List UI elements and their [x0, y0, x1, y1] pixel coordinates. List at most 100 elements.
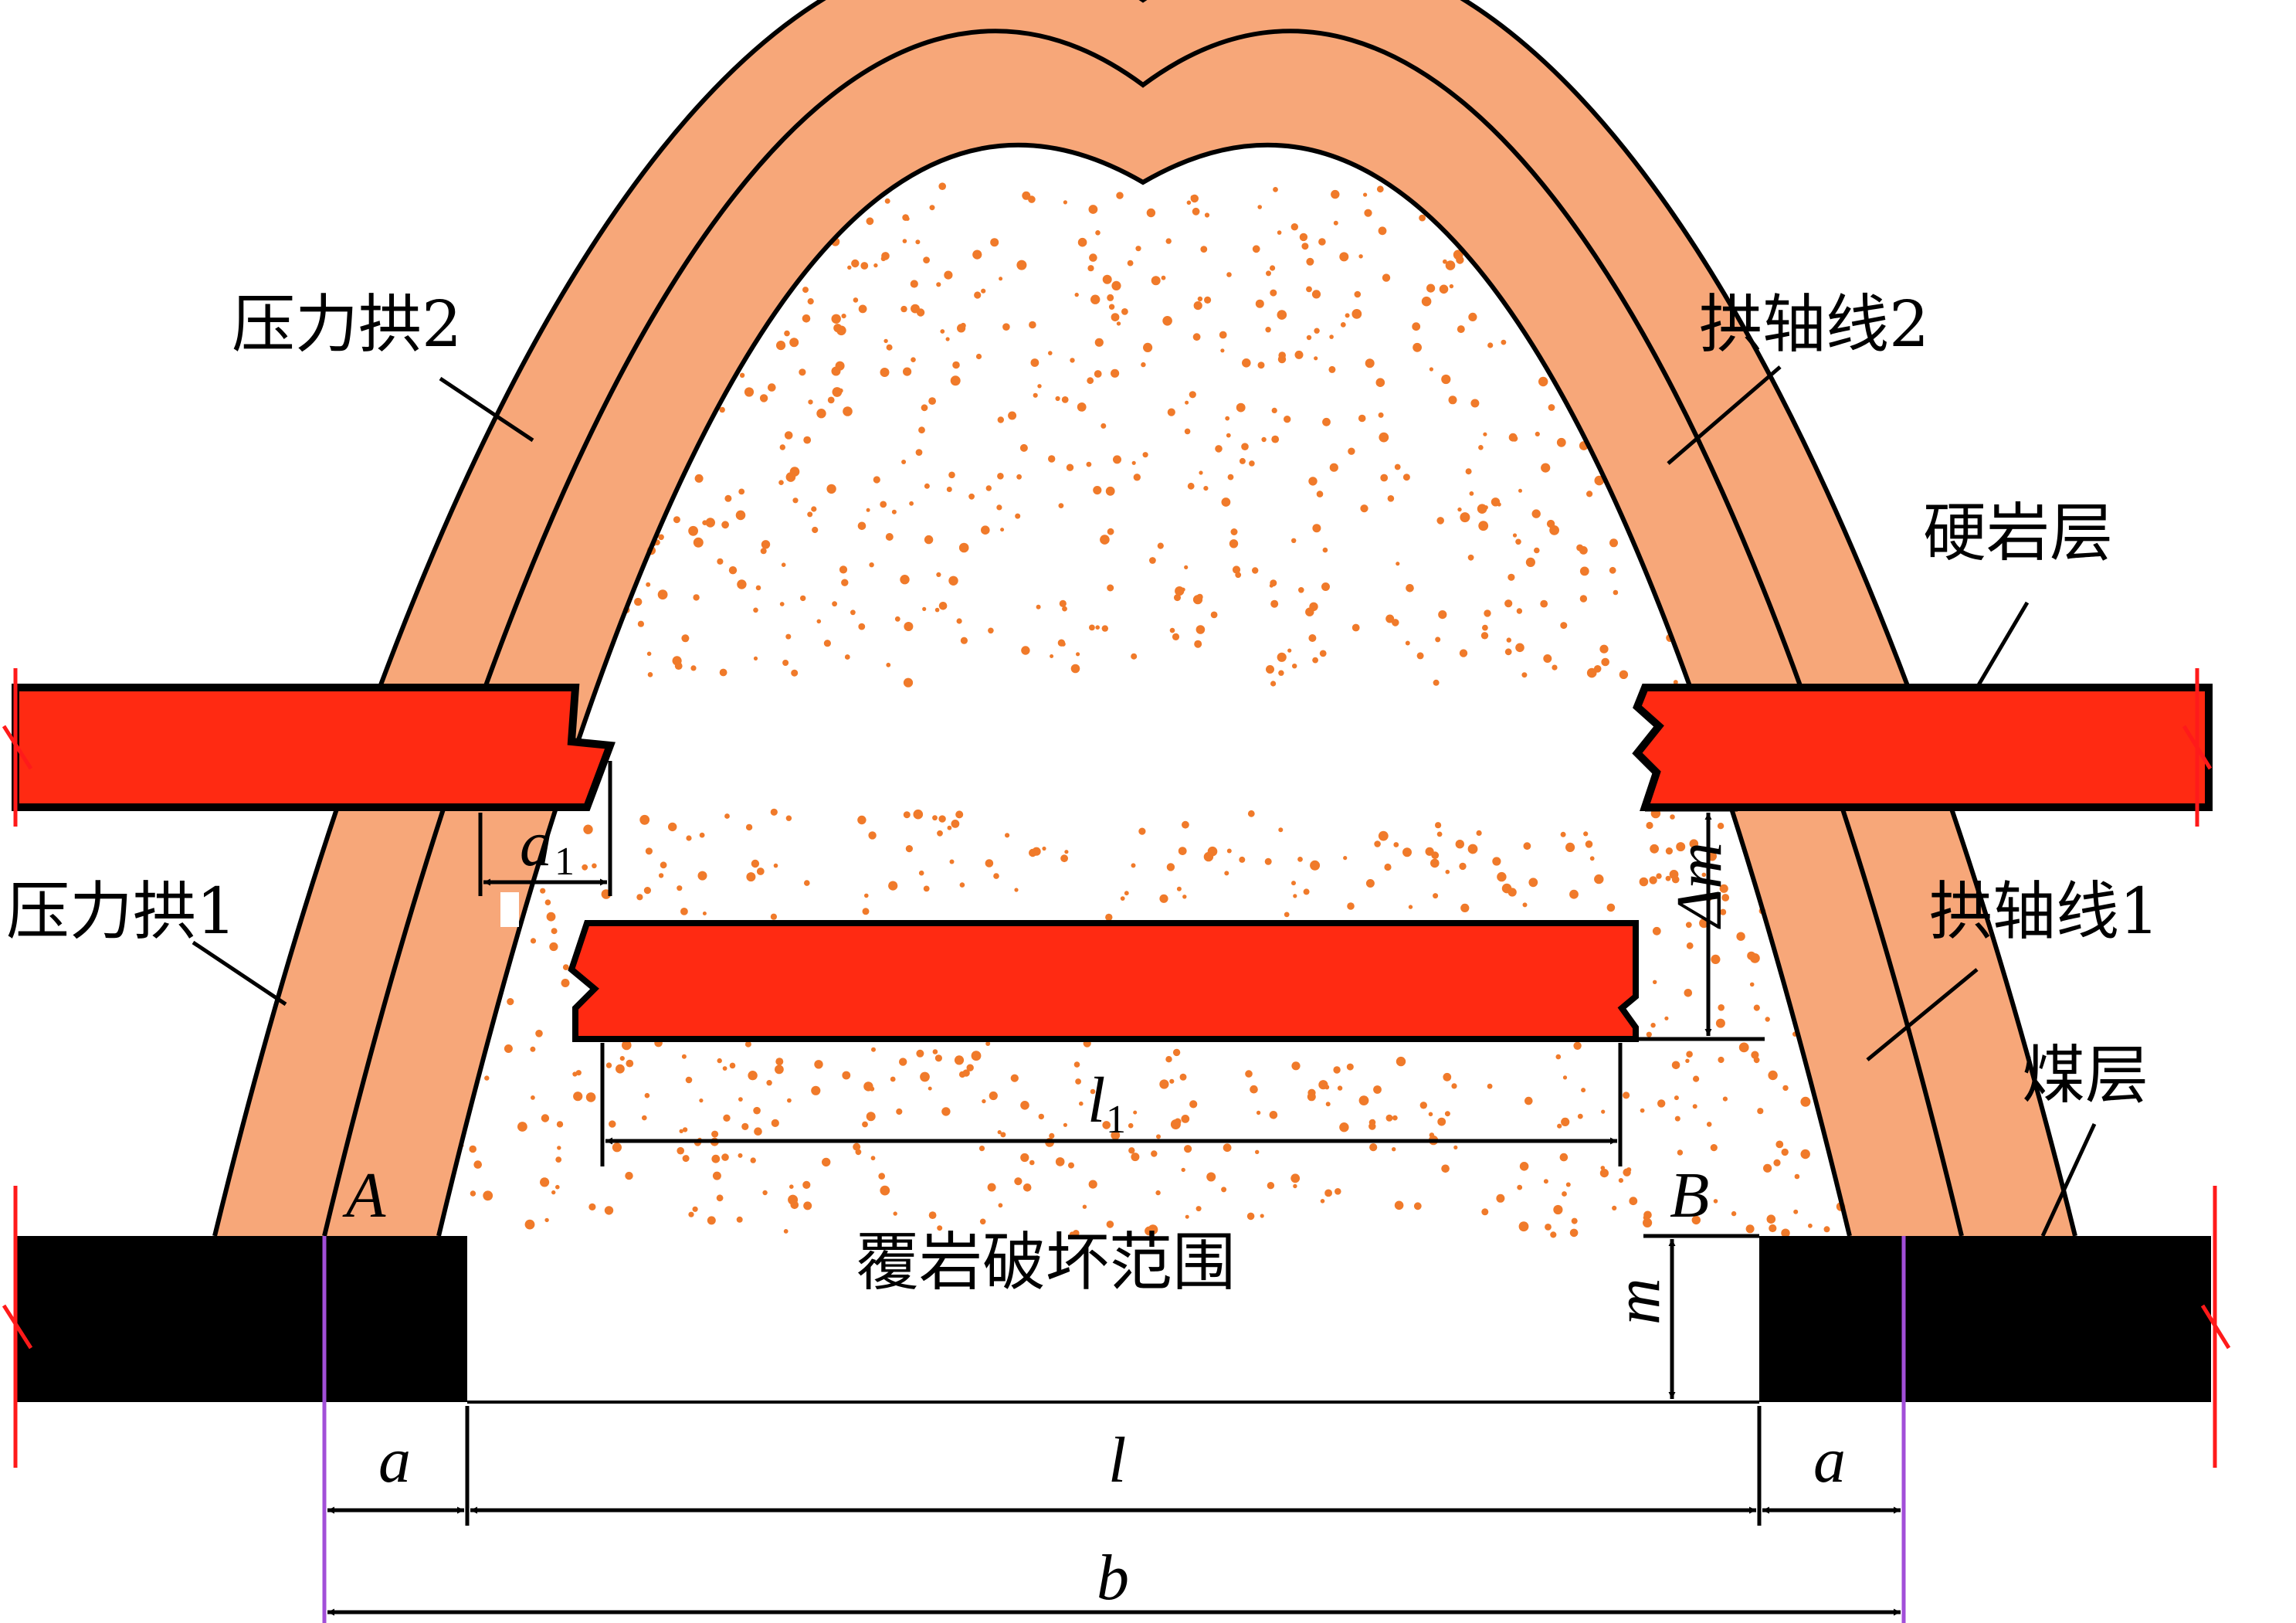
damage-dot [832, 601, 837, 607]
damage-dot [811, 506, 817, 512]
damage-dot [1111, 313, 1120, 321]
damage-dot [1528, 878, 1538, 888]
damage-dot [680, 908, 688, 915]
damage-dot [1157, 542, 1164, 549]
damage-dot [1307, 1092, 1316, 1102]
damage-dot [754, 1127, 762, 1136]
damage-dot [1165, 1056, 1172, 1063]
damage-dot [1646, 821, 1653, 830]
damage-dot [1718, 1004, 1725, 1011]
damage-dot [1394, 463, 1401, 470]
label-hard-rock: 硬岩层 [1923, 497, 2113, 570]
damage-dot [779, 602, 785, 606]
damage-dot [573, 1092, 583, 1102]
damage-dot [1384, 863, 1392, 871]
damage-dot [702, 912, 707, 915]
damage-dot [873, 263, 878, 268]
damage-dot [1077, 237, 1087, 247]
damage-dot [771, 1119, 779, 1127]
damage-dot [922, 606, 927, 612]
damage-dot [1769, 1224, 1777, 1233]
damage-dot [923, 256, 930, 263]
damage-dot [1394, 1200, 1404, 1210]
damage-dot [555, 1156, 562, 1163]
damage-dot [1267, 1182, 1275, 1190]
damage-dot [637, 620, 645, 627]
damage-dot [1058, 503, 1064, 508]
damage-dot [1781, 1148, 1789, 1156]
damage-dot [1747, 951, 1756, 960]
damage-dot [1116, 192, 1124, 199]
damage-dot [1256, 1110, 1261, 1115]
damage-dot [1241, 443, 1249, 450]
damage-dot [1478, 521, 1489, 531]
damage-dot [1095, 625, 1100, 630]
damage-dot [1087, 377, 1094, 385]
damage-dot [1689, 839, 1699, 848]
damage-dot [789, 467, 800, 477]
damage-dot [1301, 243, 1309, 250]
damage-dot [1793, 1209, 1799, 1214]
damage-dot [1643, 1217, 1653, 1227]
damage-zone-dots [460, 182, 1846, 1238]
damage-dot [1270, 681, 1277, 687]
damage-dot [1037, 384, 1042, 389]
damage-dot [1487, 342, 1494, 348]
damage-dot [1016, 260, 1027, 270]
damage-dot [1199, 470, 1203, 475]
damage-dot [1331, 189, 1340, 199]
damage-dot [896, 1108, 903, 1115]
damage-dot [1319, 650, 1327, 657]
damage-dot [1465, 468, 1472, 475]
damage-dot [1717, 823, 1725, 830]
damage-dot [998, 1203, 1003, 1208]
damage-dot [1245, 1070, 1253, 1078]
damage-dot [1121, 308, 1128, 315]
label-coal-seam: 煤层 [2022, 1039, 2148, 1112]
damage-dot [1480, 632, 1489, 640]
damage-dot [1339, 252, 1349, 262]
damage-dot [918, 426, 925, 434]
damage-dot [681, 1054, 687, 1059]
damage-dot [1421, 296, 1432, 307]
damage-dot [1571, 1217, 1578, 1224]
damage-dot [1306, 257, 1314, 266]
damage-dot [996, 504, 1002, 511]
damage-dot [1308, 477, 1318, 486]
damage-dot [1562, 1075, 1568, 1080]
damage-dot [902, 239, 907, 243]
damage-dot [1763, 1163, 1772, 1173]
damage-dot [878, 1173, 885, 1180]
damage-dot [1393, 842, 1399, 847]
damage-dot [690, 665, 697, 671]
damage-dot [1664, 1016, 1669, 1020]
damage-dot [1346, 1063, 1354, 1071]
damage-dot [985, 485, 992, 491]
damage-dot [1600, 1166, 1606, 1170]
damage-dot [1015, 513, 1021, 519]
damage-dot [1413, 342, 1422, 352]
damage-dot [1023, 1183, 1032, 1192]
damage-dot [866, 1112, 876, 1122]
damage-dot [920, 1071, 930, 1082]
damage-dot [1711, 954, 1721, 964]
damage-dot [1766, 1214, 1776, 1224]
damage-dot [870, 1156, 876, 1161]
damage-dot [1492, 857, 1501, 866]
damage-dot [1324, 1189, 1332, 1197]
damage-dot [1467, 844, 1478, 854]
damage-dot [1050, 654, 1054, 658]
damage-dot [1324, 1085, 1330, 1090]
point-B-label: B [1670, 1160, 1709, 1231]
damage-dot [1066, 463, 1074, 471]
damage-dot [857, 521, 867, 531]
damage-dot [915, 449, 923, 456]
damage-dot [814, 1060, 823, 1069]
damage-dot [1329, 334, 1334, 339]
damage-dot [1270, 599, 1279, 608]
damage-dot [997, 473, 1004, 480]
damage-dot [1273, 187, 1278, 192]
damage-dot [858, 623, 866, 630]
damage-dot [1433, 893, 1439, 899]
damage-dot [517, 1122, 527, 1132]
